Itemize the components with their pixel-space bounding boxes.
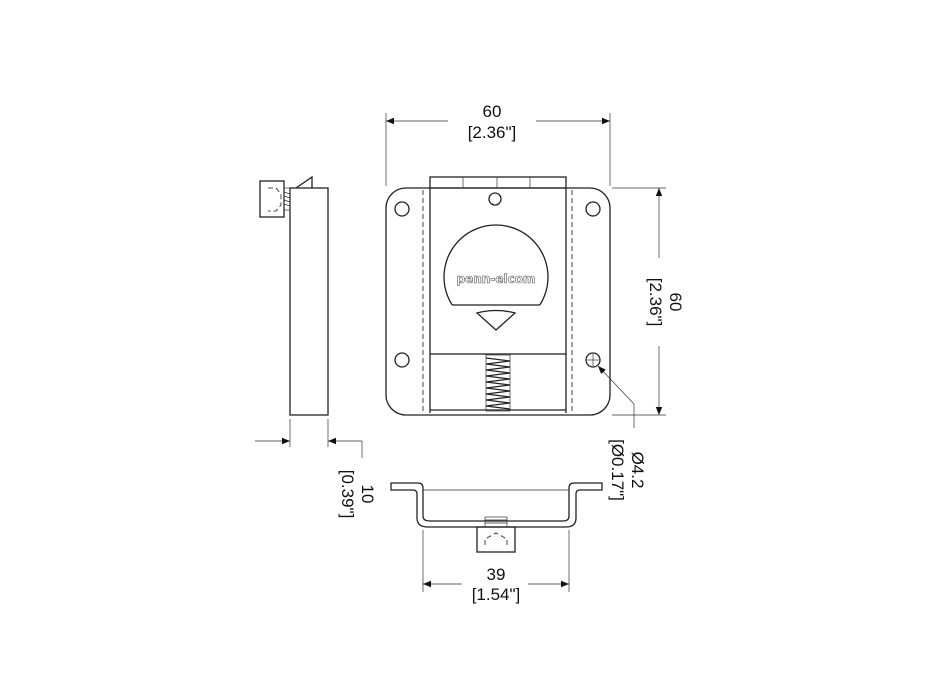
svg-text:10: 10 — [358, 485, 377, 504]
release-button — [443, 224, 549, 305]
thumb-screw-head — [259, 180, 285, 218]
dimension-width-top: 60 [2.36"] — [385, 102, 611, 186]
svg-text:[Ø0.17"]: [Ø0.17"] — [608, 439, 627, 501]
top-hole — [488, 192, 502, 206]
dimension-height-right: 60 [2.36"] — [612, 187, 685, 416]
front-view: penn-elcom — [385, 176, 611, 416]
svg-text:[1.54"]: [1.54"] — [472, 585, 521, 604]
thumb-screw-head — [476, 526, 516, 553]
svg-text:[0.39"]: [0.39"] — [338, 470, 357, 519]
mounting-hole — [394, 201, 410, 217]
dimension-hole-diameter: Ø4.2 [Ø0.17"] — [597, 365, 647, 501]
mounting-hole — [585, 352, 601, 368]
svg-text:39: 39 — [487, 565, 506, 584]
brand-logo: penn-elcom — [457, 272, 536, 286]
arrow-indicator — [475, 309, 517, 331]
svg-text:[2.36"]: [2.36"] — [468, 123, 517, 142]
dimension-depth-side: 10 [0.39"] — [255, 419, 377, 518]
mounting-hole — [394, 352, 410, 368]
spring — [485, 354, 511, 412]
svg-text:[2.36"]: [2.36"] — [646, 278, 665, 327]
svg-text:60: 60 — [666, 293, 685, 312]
bottom-view — [390, 482, 603, 553]
svg-text:Ø4.2: Ø4.2 — [628, 452, 647, 489]
side-view — [259, 175, 329, 416]
slider-body — [429, 176, 567, 355]
svg-text:60: 60 — [483, 102, 502, 121]
mounting-hole — [585, 201, 601, 217]
dimension-width-bottom: 39 [1.54"] — [422, 530, 570, 604]
